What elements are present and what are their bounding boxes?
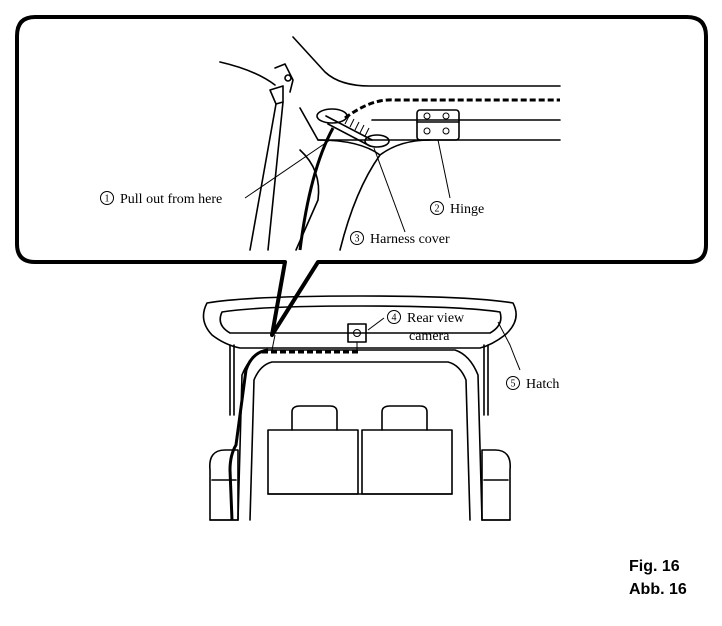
callout-label: Pull out from here	[120, 192, 222, 207]
callout-hinge: 2 Hinge	[430, 201, 484, 217]
detail-drawing	[219, 36, 561, 251]
callout-label: Harness cover	[370, 232, 450, 247]
figure-label-en: Fig. 16	[629, 558, 680, 575]
vehicle-rear	[202, 295, 521, 521]
callout-hatch: 5 Hatch	[506, 376, 559, 392]
callout-number: 2	[435, 204, 440, 215]
callout-number: 5	[511, 379, 516, 390]
callout-number: 4	[392, 313, 397, 324]
callout-label-line2: camera	[409, 329, 450, 344]
callout-rear-view-camera: 4 Rear view camera	[387, 310, 465, 344]
callout-pull-out: 1 Pull out from here	[100, 191, 222, 207]
figure-label-de: Abb. 16	[629, 581, 687, 598]
callout-number: 1	[105, 194, 110, 205]
callout-label: Hatch	[526, 377, 559, 392]
callout-label: Hinge	[450, 202, 484, 217]
detail-callout-bubble	[15, 15, 708, 337]
callout-number: 3	[355, 234, 360, 245]
callout-harness-cover: 3 Harness cover	[350, 231, 450, 247]
callout-label: Rear view	[407, 311, 465, 326]
